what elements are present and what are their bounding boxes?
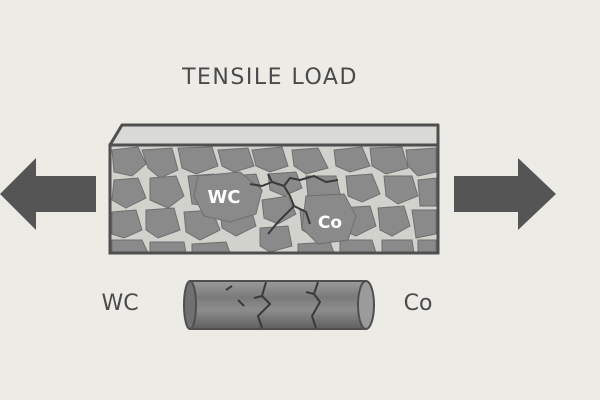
arrow-left-icon [0,158,96,230]
block-label-co: Co [318,213,342,233]
block-label-wc: WC [207,187,240,208]
side-label-co: Co [404,291,433,316]
diagram-title: TENSILE LOAD [181,65,358,90]
block-top-face [108,123,440,147]
rod [183,280,375,330]
rod-cracks [225,281,321,329]
rod-right-end [357,280,375,330]
side-label-wc: WC [101,291,138,316]
rod-left-end [183,280,197,330]
block-crack [249,173,339,235]
rod-body [190,281,366,329]
arrow-right-icon [454,158,556,230]
wc-grains [111,146,437,253]
block-outline [108,143,440,255]
